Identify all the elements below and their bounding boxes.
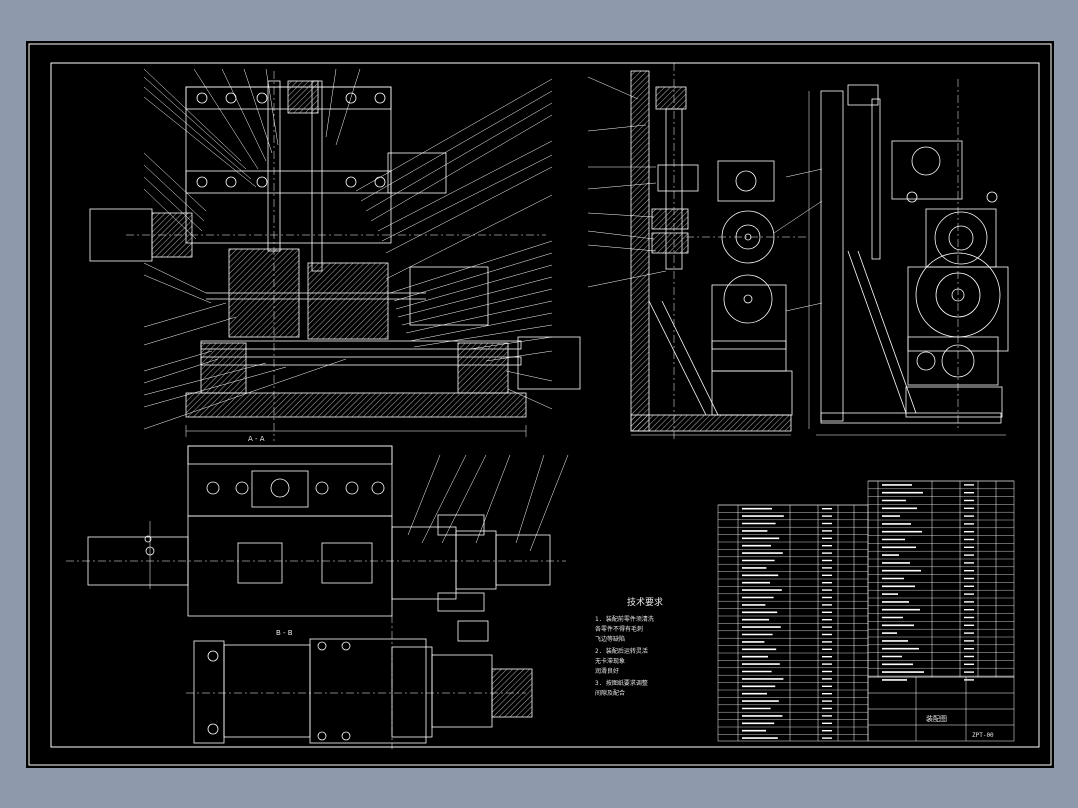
section-bb-view (186, 615, 533, 749)
svg-text:间隙及配合: 间隙及配合 (595, 689, 625, 697)
svg-text:无卡滞现象: 无卡滞现象 (595, 657, 625, 665)
svg-text:1. 装配前零件须清洗: 1. 装配前零件须清洗 (595, 615, 654, 623)
section-aa-label: A - A (248, 435, 265, 443)
svg-text:飞边等缺陷: 飞边等缺陷 (595, 635, 625, 643)
title-block-name: 装配图 (926, 714, 947, 723)
svg-text:2. 装配后运转灵活: 2. 装配后运转灵活 (595, 647, 648, 655)
section-bb-label: B - B (276, 629, 293, 637)
outer-border (28, 43, 1052, 766)
inner-border (50, 62, 1040, 748)
side-view (587, 63, 823, 441)
svg-text:3. 按图纸要求调整: 3. 按图纸要求调整 (595, 679, 648, 687)
svg-text:润滑良好: 润滑良好 (595, 667, 619, 675)
section-aa-view (66, 445, 569, 617)
parts-list-rows (718, 480, 1014, 735)
tech-req-text: 1. 装配前零件须清洗 各零件不得有毛刺 飞边等缺陷 2. 装配后运转灵活 无卡… (595, 615, 654, 697)
cad-viewport[interactable]: A - A B - B 技术要求 1. 装配前零件须清洗 各零件不得有毛刺 飞边… (26, 41, 1054, 768)
svg-text:各零件不得有毛刺: 各零件不得有毛刺 (595, 625, 643, 633)
front-view (89, 68, 581, 441)
tech-req-title: 技术要求 (627, 596, 663, 608)
end-view (808, 79, 1009, 436)
title-block-drawing-no: ZPT-00 (972, 732, 994, 739)
drawing-sheet: A - A B - B 技术要求 1. 装配前零件须清洗 各零件不得有毛刺 飞边… (28, 43, 1052, 766)
parts-list-text (742, 484, 974, 739)
